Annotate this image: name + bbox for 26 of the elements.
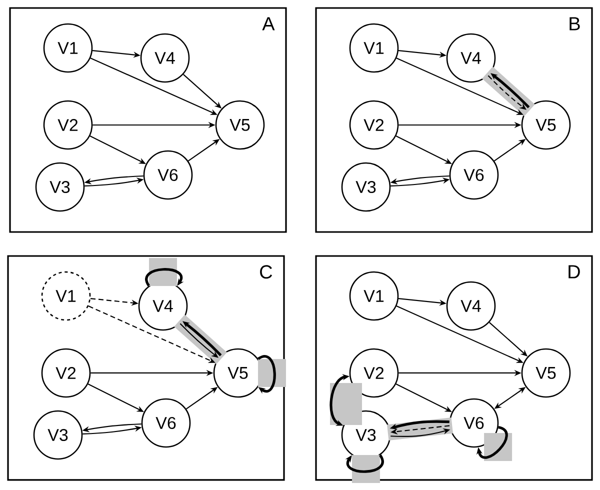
circle-node: V5 xyxy=(215,100,265,150)
circle-node: V5 xyxy=(521,348,571,398)
circle-node: V5 xyxy=(521,100,571,150)
circle-node: V1 xyxy=(41,271,91,321)
circle-node: V2 xyxy=(41,348,91,398)
circle-node: V2 xyxy=(349,100,399,150)
circle-node: V3 xyxy=(35,162,85,212)
circle-node: V3 xyxy=(341,162,391,212)
circle-node: V6 xyxy=(141,398,191,448)
circle-node: V2 xyxy=(349,348,399,398)
circle-node: V4 xyxy=(446,281,496,331)
circle-node: V5 xyxy=(213,348,263,398)
circle-node: V3 xyxy=(33,410,83,460)
circle-node: V2 xyxy=(43,100,93,150)
circle-node: V4 xyxy=(138,281,188,331)
circle-node: V6 xyxy=(143,150,193,200)
circle-node: V6 xyxy=(449,150,499,200)
circle-node: V1 xyxy=(349,23,399,73)
arrow xyxy=(258,355,276,394)
arrow xyxy=(145,268,184,286)
circle-node: V4 xyxy=(446,33,496,83)
arrow xyxy=(345,454,384,473)
circle-node: V1 xyxy=(349,271,399,321)
arrow xyxy=(476,426,508,459)
circle-node: V1 xyxy=(43,23,93,73)
circle-node: V4 xyxy=(140,33,190,83)
